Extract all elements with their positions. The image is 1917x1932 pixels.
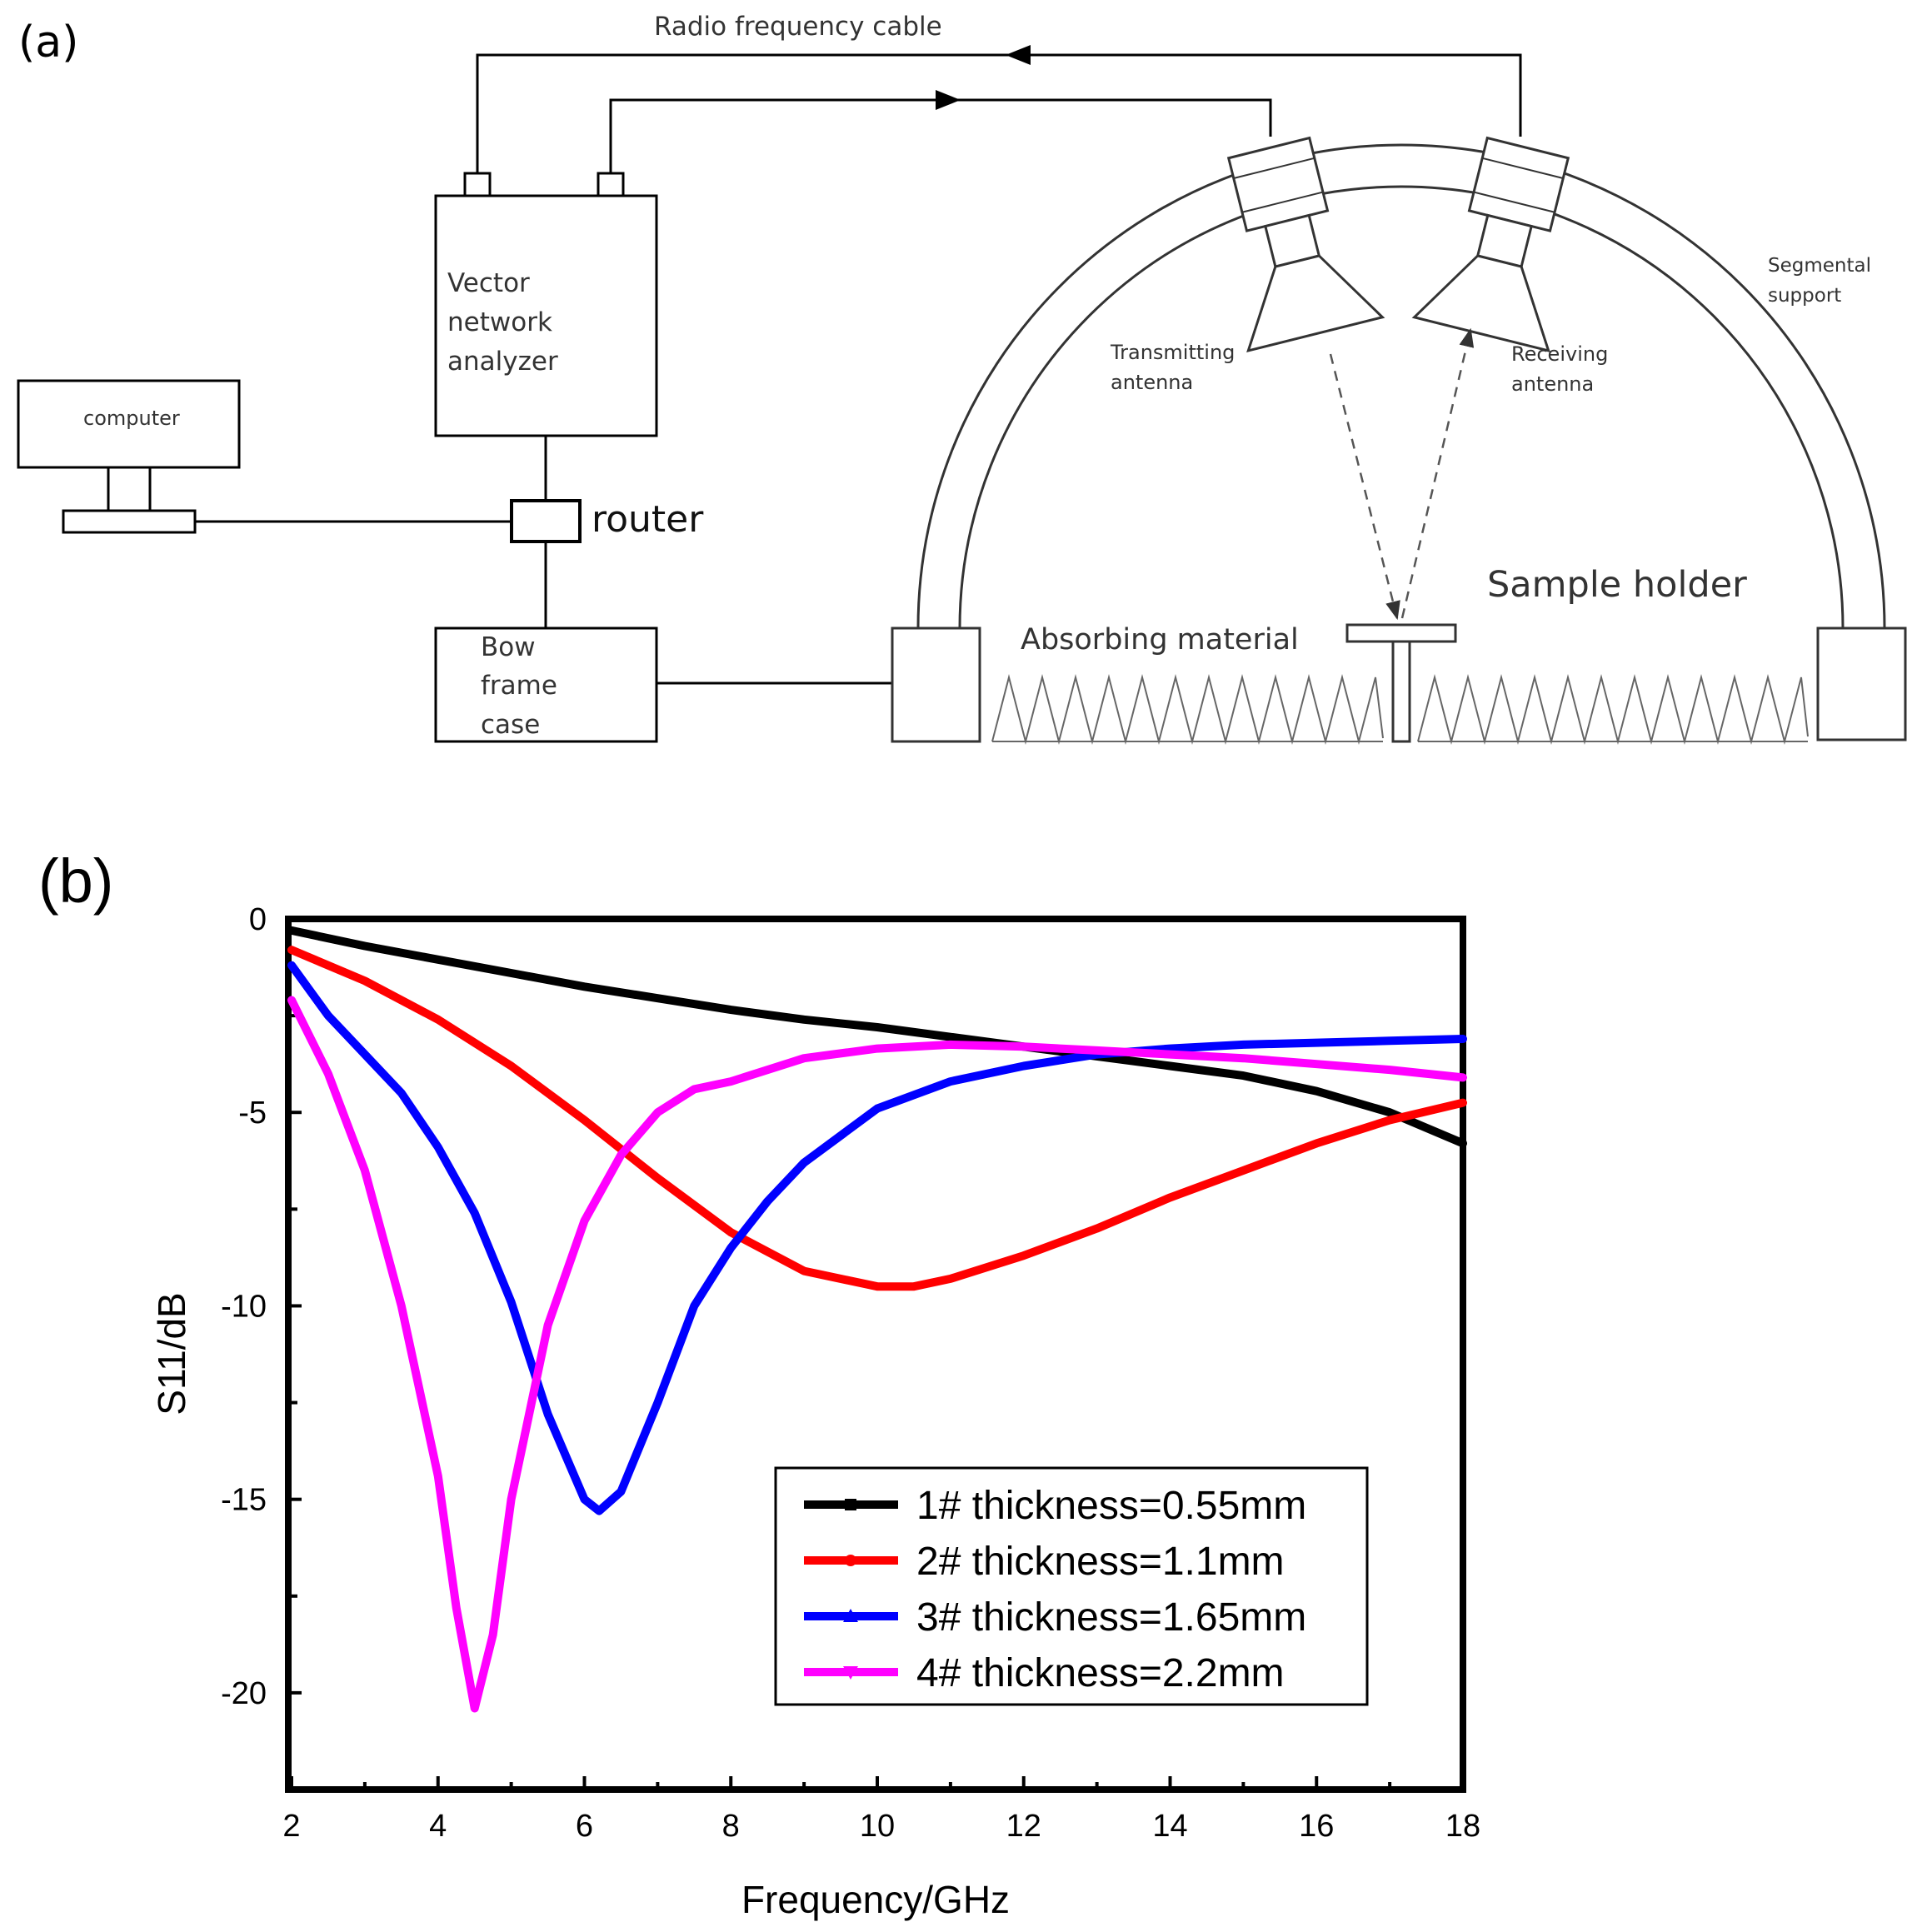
y-tick-label: -5	[238, 1096, 267, 1131]
cable-label: Radio frequency cable	[654, 12, 942, 42]
router-wiring: router	[195, 436, 892, 685]
legend-label: 2# thickness=1.1mm	[916, 1540, 1285, 1584]
segmental-support-arch: Segmental support	[891, 143, 1907, 743]
legend-label: 3# thickness=1.65mm	[916, 1595, 1306, 1640]
panel-b-label: (b)	[38, 846, 113, 916]
y-tick-label: -10	[221, 1289, 267, 1324]
support-label-line1: Segmental	[1768, 255, 1871, 277]
vna-label-line3: analyzer	[447, 347, 558, 377]
legend-marker	[843, 1609, 858, 1622]
absorber-label: Absorbing material	[1021, 623, 1299, 656]
computer-label: computer	[83, 407, 180, 430]
absorbing-material: Absorbing material	[991, 623, 1809, 745]
vector-network-analyzer: Vector network analyzer	[434, 172, 658, 437]
x-axis: 2 4 6 8 10 12 14 16 18	[282, 1776, 1480, 1844]
panel-a-label: (a)	[18, 17, 78, 67]
y-axis-title: S11/dB	[150, 1292, 193, 1415]
receiving-antenna: Receiving antenna	[1411, 136, 1608, 396]
x-tick-label: 6	[576, 1809, 593, 1844]
s11-chart: 2 4 6 8 10 12 14 16 18 0 -5 -10 -15 -20 Frequency/GH…	[150, 902, 1480, 1921]
legend-marker	[845, 1555, 856, 1566]
panel-a: (a) Radio frequency cable Vector network…	[17, 12, 1907, 745]
legend-label: 1# thickness=0.55mm	[916, 1484, 1306, 1528]
x-tick-label: 2	[282, 1809, 300, 1844]
legend-label: 4# thickness=2.2mm	[916, 1651, 1285, 1695]
x-tick-label: 10	[860, 1809, 895, 1844]
beam-paths	[1329, 327, 1475, 621]
y-tick-label: -20	[221, 1676, 267, 1711]
x-tick-label: 14	[1152, 1809, 1187, 1844]
transmitting-antenna: Transmitting antenna	[1110, 136, 1385, 394]
router-box	[510, 499, 582, 543]
y-tick-label: 0	[249, 902, 267, 937]
legend: 1# thickness=0.55mm 2# thickness=1.1mm 3# …	[774, 1466, 1369, 1706]
support-label-line2: support	[1768, 285, 1841, 307]
series-line	[287, 961, 1467, 1515]
rx-label-line2: antenna	[1511, 372, 1594, 396]
vna-label-line2: network	[447, 307, 552, 337]
x-tick-label: 16	[1299, 1809, 1334, 1844]
panel-b: (b) 2 4 6 8 10 12 14 16 18 0 -5 -10 -15 -20 Frequenc…	[38, 846, 1480, 1921]
rx-label-line1: Receiving	[1511, 342, 1608, 366]
y-tick-label: -15	[221, 1483, 267, 1518]
x-tick-label: 8	[722, 1809, 740, 1844]
legend-marker	[843, 1666, 858, 1680]
case-label-line3: case	[481, 710, 540, 740]
tx-label-line1: Transmitting	[1110, 341, 1235, 364]
vna-label-line1: Vector	[447, 268, 530, 298]
computer: computer	[17, 379, 241, 534]
series-line	[287, 926, 1467, 1148]
series-line	[287, 946, 1467, 1291]
sample-holder: Sample holder	[1345, 564, 1747, 743]
x-tick-label: 18	[1445, 1809, 1480, 1844]
bow-frame-case: Bow frame case	[434, 627, 658, 743]
legend-marker	[845, 1499, 856, 1510]
x-tick-label: 4	[429, 1809, 447, 1844]
x-tick-label: 12	[1006, 1809, 1041, 1844]
case-label-line2: frame	[481, 671, 557, 701]
series-line	[287, 996, 1467, 1713]
x-axis-title: Frequency/GHz	[741, 1878, 1010, 1921]
rf-cables: Radio frequency cable	[476, 12, 1522, 173]
router-label: router	[592, 498, 704, 541]
case-label-line1: Bow	[481, 632, 536, 662]
series-layer	[287, 926, 1467, 1713]
sample-label: Sample holder	[1487, 564, 1747, 606]
tx-label-line2: antenna	[1111, 371, 1193, 394]
